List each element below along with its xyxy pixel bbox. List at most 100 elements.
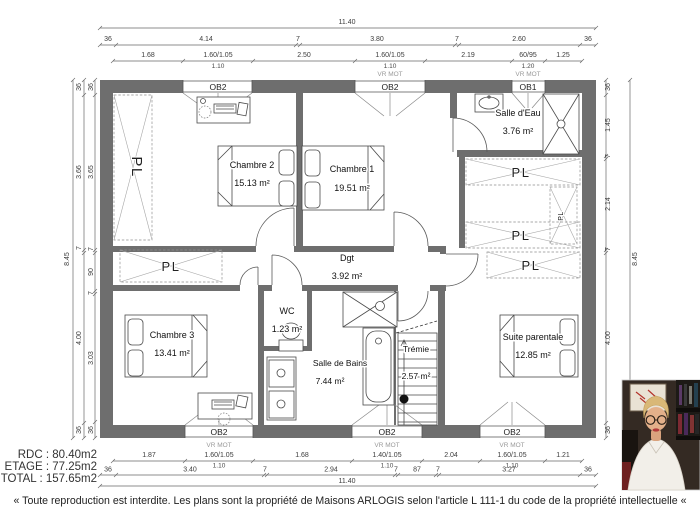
room-area-chambre3: 13.41 m²: [154, 348, 190, 358]
room-area-dgt: 3.92 m²: [332, 271, 363, 281]
dim-label: 1.25: [556, 52, 570, 59]
door-salle-de-bains: [397, 290, 429, 322]
dim-label: 7: [88, 247, 95, 251]
sink-salle-deau: [474, 93, 504, 113]
photo-neck: [651, 429, 661, 441]
dim-label: 8.45: [64, 252, 71, 266]
dim-label: 36: [76, 426, 83, 434]
closet-label: PL: [512, 165, 531, 180]
copyright-text: « Toute reproduction est interdite. Les …: [14, 495, 687, 507]
closet-right-1: PL: [465, 158, 581, 186]
dim-sub-label: 1.10: [212, 63, 225, 70]
dim-label: 87: [413, 467, 421, 474]
dim-label: 7: [605, 247, 612, 251]
closet-chambre2: PL: [113, 94, 153, 241]
room-name-suite-parentale: Suite parentale: [503, 332, 564, 342]
dim-label: 1.45: [605, 118, 612, 132]
dim-label: 2.19: [461, 52, 475, 59]
desk-chambre2: [196, 96, 251, 124]
dim-label: 3.03: [88, 351, 95, 365]
dim-label: 2.50: [297, 52, 311, 59]
photo-hair: [643, 395, 669, 419]
room-area-suite-parentale: 12.85 m²: [515, 350, 551, 360]
room-name-salle-deau: Salle d'Eau: [495, 108, 540, 118]
room-area-salle-de-bains: 7.44 m²: [316, 376, 345, 386]
vanity-salle-de-bains: [266, 356, 297, 421]
window-ob2-bottom-1: OB2: [184, 401, 254, 438]
dim-label: 36: [88, 426, 95, 434]
doors: [239, 117, 488, 322]
door-salle-deau: [452, 117, 488, 153]
door-chambre1: [393, 211, 429, 247]
area-summary-etage: ETAGE : 77.25m2: [5, 461, 97, 473]
dim-label: 90: [88, 268, 95, 276]
photo-lips: [652, 428, 660, 432]
dim-sub-label: 1.10: [213, 463, 226, 470]
window-ob1-top: OB1: [511, 80, 546, 109]
room-area-salle-deau: 3.76 m²: [503, 126, 534, 136]
door-chambre3: [239, 266, 259, 286]
dim-label: 1.68: [295, 452, 309, 459]
dim-label: 7: [88, 291, 95, 295]
shower-salle-deau: [542, 93, 580, 155]
dim-label: 4.00: [605, 331, 612, 345]
closet-label: PL: [128, 156, 145, 177]
room-labels: Chambre 2 15.13 m² Chambre 1 19.51 m² Sa…: [148, 107, 565, 388]
dim-label: 2.60: [512, 36, 526, 43]
dim-label: 4.14: [199, 36, 213, 43]
dim-sub-label: 1.10: [384, 63, 397, 70]
dim-sub-label: 1.10: [381, 463, 394, 470]
dim-label: 1.21: [556, 452, 570, 459]
dim-label: 7: [455, 36, 459, 43]
door-chambre2: [255, 207, 295, 247]
area-summary-total: TOTAL : 157.65m2: [1, 473, 97, 485]
dim-label: 36: [584, 36, 592, 43]
dim-label: 4.00: [76, 331, 83, 345]
dimension-lines-bottom: VR MOT VR MOT VR MOT 1.87 1.60/1.05 1.68…: [97, 442, 599, 489]
bed-suite-parentale: [499, 314, 579, 378]
dim-label: 11.40: [339, 19, 356, 26]
window-ob2-top-2: OB2: [354, 80, 426, 117]
window-label: OB2: [381, 82, 398, 92]
dim-label: 2.14: [605, 197, 612, 211]
dim-label: 1.60/1.05: [375, 52, 404, 59]
door-suite-parentale: [445, 253, 479, 287]
dim-label: 36: [76, 83, 83, 91]
dim-label: 3.40: [183, 467, 197, 474]
room-name-wc: WC: [280, 306, 295, 316]
dim-label: 7: [263, 467, 267, 474]
window-label: OB2: [503, 427, 520, 437]
dim-label: 1.87: [142, 452, 156, 459]
dim-label: 8.45: [632, 252, 639, 266]
photo-face: [645, 407, 667, 431]
dimension-lines-left: 8.45 36 3.66 7 4.00 36 36 3.65 7 90 7 3.…: [64, 77, 98, 441]
room-name-chambre2: Chambre 2: [230, 160, 275, 170]
bed-chambre2: [217, 145, 298, 207]
dim-label: 7: [436, 467, 440, 474]
closet-label: PL: [512, 228, 531, 243]
bathtub: [362, 327, 395, 406]
dim-label: 7: [296, 36, 300, 43]
window-label: OB1: [519, 82, 536, 92]
shutter-label: VR MOT: [374, 442, 399, 449]
dim-label: 1.60/1.05: [497, 452, 526, 459]
shutter-label: VR MOT: [499, 442, 524, 449]
dim-label: 2.04: [444, 452, 458, 459]
closet-right-small: PL: [549, 186, 578, 245]
dim-label: 3.66: [76, 165, 83, 179]
dim-label: 60/95: [519, 52, 537, 59]
window-label: OB2: [209, 82, 226, 92]
dim-label: 7: [394, 467, 398, 474]
window-label: OB2: [210, 427, 227, 437]
shutter-label: VR MOT: [206, 442, 231, 449]
closet-label: PL: [558, 211, 565, 221]
dim-label: 11.40: [339, 478, 356, 485]
shower-salle-de-bains: [342, 291, 398, 328]
closet-suite: PL: [486, 251, 581, 279]
dim-label: 3.80: [370, 36, 384, 43]
desk-chambre3: [197, 392, 253, 426]
bed-chambre1: [301, 145, 385, 211]
door-wc: [271, 254, 303, 286]
agent-photo: [621, 379, 700, 491]
area-summary-rdc: RDC : 80.40m2: [18, 449, 97, 461]
